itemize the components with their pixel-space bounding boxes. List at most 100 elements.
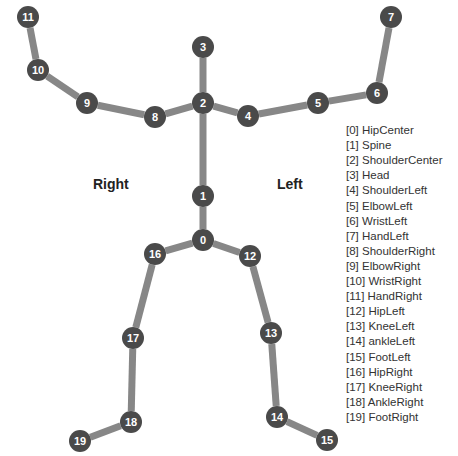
joint-disc	[76, 92, 98, 114]
bone-line	[30, 28, 36, 59]
joint-key-entry: [15] FootLeft	[346, 351, 411, 363]
joint-number: 7	[388, 11, 394, 23]
joint-circle: 0	[192, 229, 214, 251]
joint-number: 13	[265, 327, 277, 339]
joint-key-entry: [1] Spine	[346, 139, 391, 151]
joint-number: 10	[32, 64, 44, 76]
joint-circle: 13	[260, 322, 282, 344]
joint-number: 3	[200, 41, 206, 53]
joint-disc	[144, 106, 166, 128]
bone-line	[166, 243, 193, 251]
joint-circle: 16	[144, 243, 166, 265]
bone-line	[253, 267, 268, 323]
joint-key-entry: [10] WristRight	[346, 275, 421, 287]
joint-disc	[17, 6, 39, 28]
joint-key-entry: [2] ShoulderCenter	[346, 154, 443, 166]
bone-line	[131, 349, 132, 411]
joint-circle: 1	[192, 185, 214, 207]
joint-number: 9	[84, 97, 90, 109]
bone-line	[200, 58, 207, 92]
joint-key-entry: [16] HipRight	[346, 366, 412, 378]
joint-disc	[192, 92, 214, 114]
joint-disc	[27, 59, 49, 81]
joint-key-entry: [13] KneeLeft	[346, 320, 414, 332]
joint-number: 12	[244, 250, 256, 262]
joint-circle: 7	[380, 6, 402, 28]
joint-circle: 6	[366, 82, 388, 104]
joint-number: 16	[149, 248, 161, 260]
joint-circle: 12	[239, 245, 261, 267]
joint-circle: 3	[192, 36, 214, 58]
joint-number: 5	[315, 97, 321, 109]
joint-key-entry: [11] HandRight	[346, 290, 422, 302]
joint-key-entry: [18] AnkleRight	[346, 396, 423, 408]
joint-disc	[366, 82, 388, 104]
joint-key-entry: [14] ankleLeft	[346, 335, 415, 347]
bone-line	[136, 265, 152, 328]
joint-number: 4	[245, 110, 251, 122]
bone-line	[200, 207, 207, 229]
joint-key-entry: [5] ElbowLeft	[346, 200, 412, 212]
joint-disc	[239, 245, 261, 267]
side-label: Left	[277, 176, 303, 192]
joint-key-entry: [4] ShoulderLeft	[346, 184, 427, 196]
joint-disc	[122, 327, 144, 349]
joint-key-entry: [0] HipCenter	[346, 124, 414, 136]
joint-disc	[316, 429, 338, 451]
joint-key-entry: [7] HandLeft	[346, 230, 409, 242]
joint-disc	[192, 36, 214, 58]
bone-line	[259, 105, 307, 114]
bone-line	[166, 106, 193, 114]
joint-number: 18	[125, 416, 137, 428]
bone-line	[379, 28, 389, 82]
bone-line	[47, 76, 78, 97]
bone-line	[200, 114, 207, 185]
joint-circle: 19	[69, 430, 91, 452]
joint-disc	[380, 6, 402, 28]
joint-circle: 11	[17, 6, 39, 28]
joint-disc	[266, 406, 288, 428]
joint-key-entry: [8] ShoulderRight	[346, 245, 435, 257]
bone-line	[213, 244, 239, 253]
joint-number: 0	[200, 234, 206, 246]
joint-number: 17	[127, 332, 139, 344]
joint-circle: 10	[27, 59, 49, 81]
joint-key-entry: [6] WristLeft	[346, 215, 407, 227]
joint-number: 1	[200, 190, 206, 202]
joint-key-entry: [12] HipLeft	[346, 305, 405, 317]
joint-disc	[192, 229, 214, 251]
joint-circle: 17	[122, 327, 144, 349]
joint-key-entry: [17] KneeRight	[346, 381, 422, 393]
joint-key-entry: [19] FootRight	[346, 411, 418, 423]
side-label: Right	[93, 176, 129, 192]
bone-line	[98, 105, 144, 115]
joint-circle: 9	[76, 92, 98, 114]
joint-disc	[144, 243, 166, 265]
joint-circle: 15	[316, 429, 338, 451]
joint-key-entry: [3] Head	[346, 169, 389, 181]
joint-number: 2	[200, 97, 206, 109]
bone-line	[214, 106, 238, 113]
joint-number: 15	[321, 434, 333, 446]
joint-circle: 8	[144, 106, 166, 128]
joint-disc	[307, 92, 329, 114]
joint-number: 6	[374, 87, 380, 99]
joint-disc	[69, 430, 91, 452]
joint-number: 8	[152, 111, 158, 123]
joint-disc	[260, 322, 282, 344]
joint-number: 11	[22, 11, 34, 23]
bone-line	[329, 95, 366, 101]
joint-circle: 2	[192, 92, 214, 114]
joint-circle: 5	[307, 92, 329, 114]
bone-line	[272, 344, 276, 406]
joint-disc	[192, 185, 214, 207]
joint-number: 14	[271, 411, 283, 423]
bone-line	[90, 426, 120, 437]
joint-circle: 4	[237, 105, 259, 127]
joint-number: 19	[74, 435, 86, 447]
joint-circle: 18	[120, 411, 142, 433]
joint-disc	[120, 411, 142, 433]
joint-disc	[237, 105, 259, 127]
joint-key-entry: [9] ElbowRight	[346, 260, 420, 272]
